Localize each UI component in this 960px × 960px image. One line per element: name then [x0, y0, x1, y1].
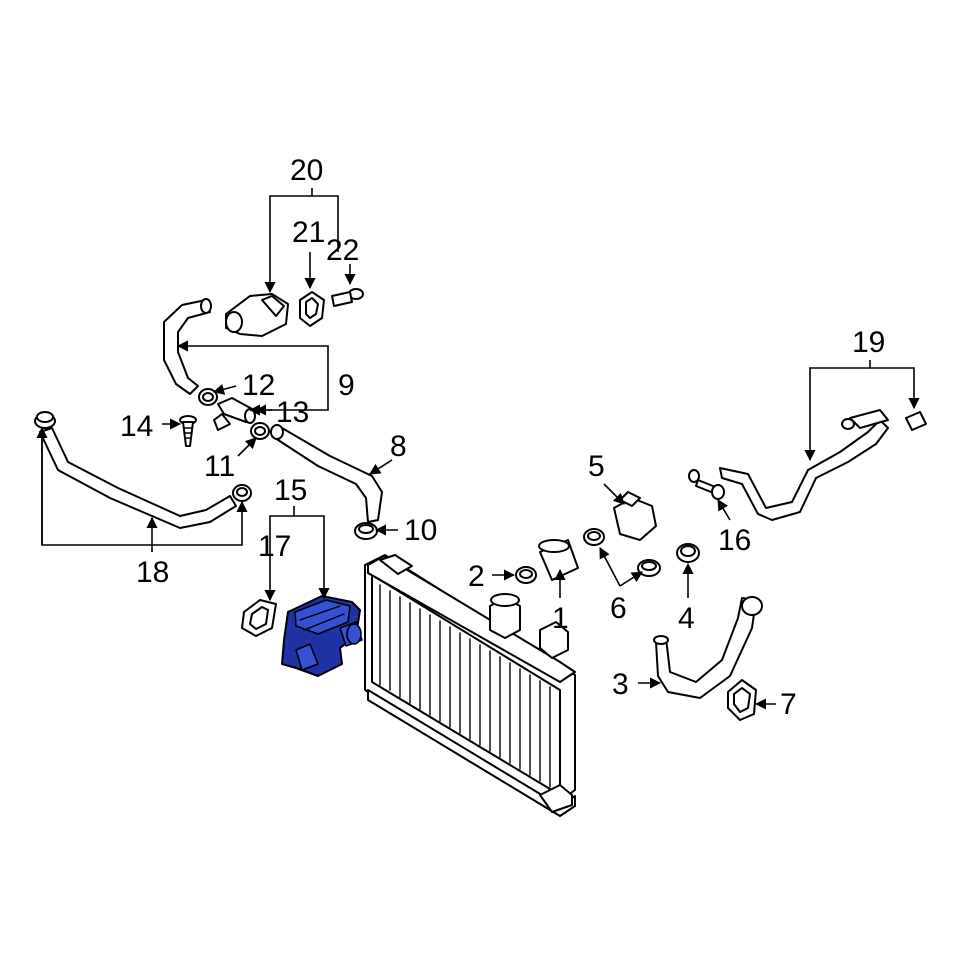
callout-11: 11 [204, 450, 235, 483]
callout-22: 22 [326, 234, 359, 267]
callout-8: 8 [390, 430, 407, 463]
bolt-part-16 [688, 469, 725, 500]
callout-13: 13 [276, 396, 309, 429]
clamp-part-10 [354, 522, 378, 540]
clamp-part-2 [515, 566, 537, 584]
callout-15: 15 [274, 474, 307, 507]
callout-14: 14 [120, 410, 153, 443]
callout-10: 10 [404, 514, 437, 547]
bolt-part-22 [331, 288, 364, 307]
water-outlet-part-20 [225, 293, 289, 337]
callout-7: 7 [780, 688, 797, 721]
callout-3: 3 [612, 668, 629, 701]
callout-2: 2 [468, 560, 485, 593]
leader-lines [36, 188, 920, 710]
thermostat-housing-part-15[interactable] [281, 595, 363, 677]
callout-19: 19 [852, 326, 885, 359]
callout-9: 9 [338, 369, 355, 402]
callout-12: 12 [242, 369, 275, 402]
radiator [364, 554, 576, 817]
callout-18: 18 [136, 556, 169, 589]
callout-5: 5 [588, 450, 605, 483]
pipe-part-13 [213, 397, 256, 431]
callout-16: 16 [718, 524, 751, 557]
callout-4: 4 [678, 602, 695, 635]
clamp-part-11 [250, 422, 270, 440]
gasket-part-7 [727, 679, 757, 721]
callout-6: 6 [610, 592, 627, 625]
clamp-part-4 [676, 543, 700, 563]
pipe-part-19 [719, 409, 927, 521]
gasket-part-17 [241, 599, 277, 637]
hose-part-3 [653, 596, 763, 699]
clamp-part-12 [198, 388, 218, 406]
callout-1: 1 [552, 602, 569, 635]
gasket-part-21 [299, 291, 325, 327]
callout-20: 20 [290, 154, 323, 187]
callout-labels: 20 21 22 9 12 13 14 11 8 10 15 17 18 2 1… [120, 154, 885, 721]
sensor-part-5 [613, 491, 657, 541]
clamps-part-6 [583, 528, 661, 577]
hose-part-9 [163, 298, 212, 395]
bolt-part-14 [179, 415, 197, 447]
callout-17: 17 [258, 530, 291, 563]
hose-part-8 [270, 424, 383, 523]
hose-part-1 [538, 539, 579, 581]
callout-21: 21 [292, 216, 325, 249]
